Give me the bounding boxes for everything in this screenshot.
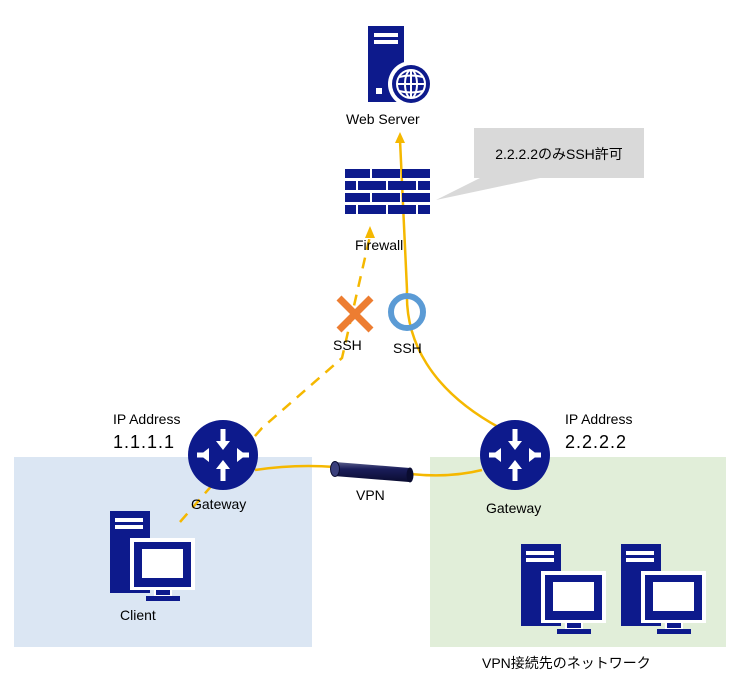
vpn-network-label: VPN接続先のネットワーク — [482, 655, 651, 671]
callout-text: 2.2.2.2のみSSH許可 — [495, 146, 623, 162]
client-pc-icon — [110, 511, 195, 601]
client-gateway-label: Gateway — [191, 496, 247, 512]
ssh-allowed-arrowhead — [395, 132, 405, 143]
client-label: Client — [120, 607, 156, 623]
router-icon-remote — [480, 420, 550, 490]
callout-box: 2.2.2.2のみSSH許可 — [474, 128, 644, 178]
vpn-pc-icon-1 — [521, 544, 606, 634]
ssh-blocked-label: SSH — [333, 337, 362, 353]
client-ip-address: 1.1.1.1 — [113, 432, 176, 452]
vpn-link-left — [254, 464, 336, 472]
vpn-pc-icon-2 — [621, 544, 706, 634]
ssh-blocked-arrowhead — [365, 226, 375, 238]
web-server-label: Web Server — [346, 111, 420, 127]
vpn-tunnel-icon — [330, 461, 414, 483]
vpn-link-right — [409, 468, 483, 477]
remote-ip-title: IP Address — [565, 411, 633, 427]
vpn-label: VPN — [356, 487, 385, 503]
firewall-icon — [345, 169, 430, 214]
router-icon-client — [188, 420, 258, 490]
remote-ip-address: 2.2.2.2 — [565, 432, 628, 452]
firewall-label: Firewall — [355, 237, 404, 253]
circle-icon — [388, 293, 426, 331]
ssh-allowed-label: SSH — [393, 340, 422, 356]
web-server-icon — [368, 26, 434, 107]
cross-icon — [336, 295, 374, 333]
remote-gateway-label: Gateway — [486, 500, 542, 516]
client-ip-title: IP Address — [113, 411, 181, 427]
